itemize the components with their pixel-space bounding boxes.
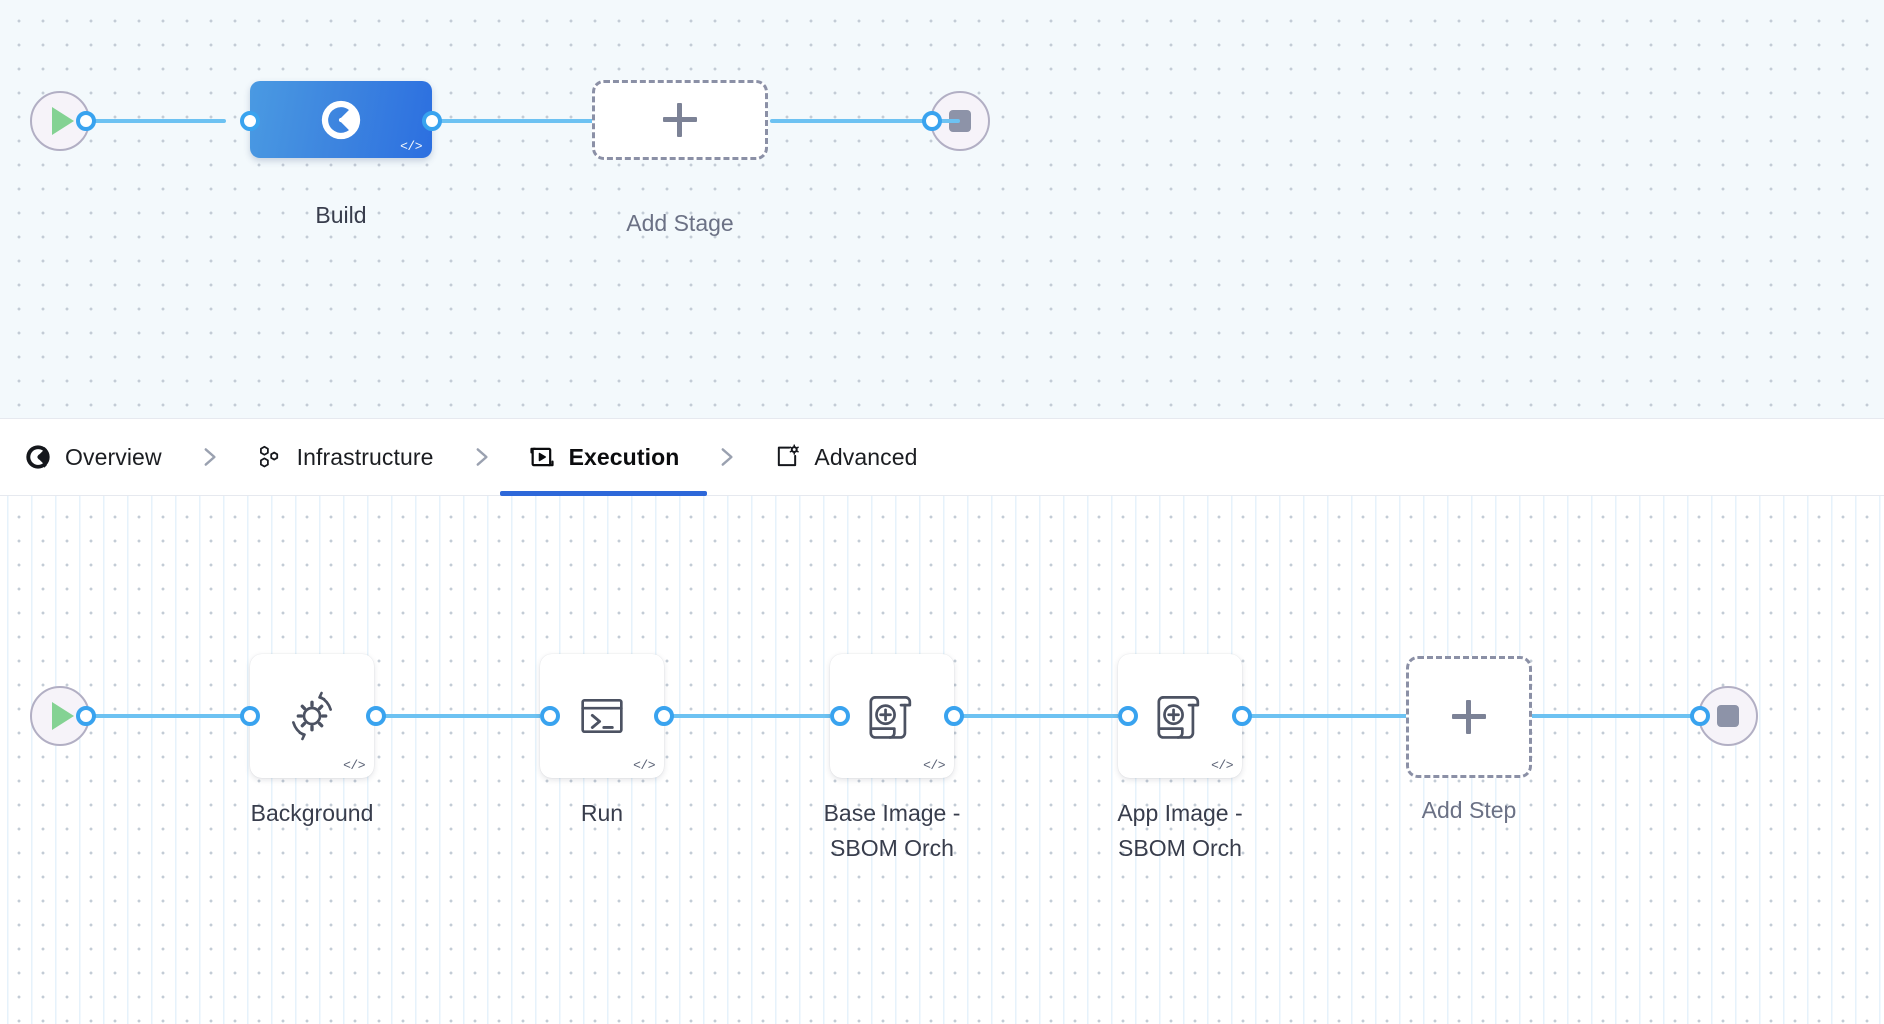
chevron-right-icon <box>476 448 488 466</box>
pipeline-start-node[interactable] <box>30 91 90 151</box>
tab-separator-1 <box>190 419 228 495</box>
step-card-app-image-sbom-orch[interactable]: </> <box>1118 654 1242 778</box>
port-build-out[interactable] <box>422 111 442 131</box>
stage-canvas[interactable]: </> Build Add Stage <box>0 0 1884 418</box>
code-badge: </> <box>343 758 365 773</box>
tab-label: Execution <box>568 443 680 470</box>
add-step-button[interactable] <box>1406 656 1532 778</box>
step-label-run: Run <box>580 800 624 826</box>
execution-icon <box>529 447 554 467</box>
edge-addstage-to-end <box>770 119 960 123</box>
sbom-scroll-icon <box>869 696 912 739</box>
port-exec-start-out[interactable] <box>76 706 96 726</box>
stage-label-build: Build <box>315 202 367 228</box>
code-badge: </> <box>1211 758 1233 773</box>
port-run-in[interactable] <box>540 706 560 726</box>
port-appimage-out[interactable] <box>1232 706 1252 726</box>
step-card-background[interactable]: </> <box>250 654 374 778</box>
tab-separator-2 <box>462 419 500 495</box>
tab-label: Overview <box>65 443 162 470</box>
tab-overview[interactable]: Overview <box>0 419 190 495</box>
port-build-in[interactable] <box>240 111 260 131</box>
stage-card-build[interactable]: </> <box>250 81 432 158</box>
port-appimage-in[interactable] <box>1118 706 1138 726</box>
edge-start-to-build <box>86 119 226 123</box>
edge-start-to-background <box>86 714 246 718</box>
play-icon <box>51 107 74 135</box>
port-baseimage-in[interactable] <box>830 706 850 726</box>
add-step-label: Add Step <box>1421 797 1517 823</box>
code-badge: </> <box>923 758 945 773</box>
chevron-right-icon <box>204 448 216 466</box>
port-run-out[interactable] <box>654 706 674 726</box>
port-background-out[interactable] <box>366 706 386 726</box>
tab-label: Infrastructure <box>296 443 434 470</box>
infrastructure-icon <box>259 445 278 468</box>
tab-separator-3 <box>707 419 745 495</box>
tab-advanced[interactable]: Advanced <box>745 419 945 495</box>
port-background-in[interactable] <box>240 706 260 726</box>
stop-icon <box>1717 705 1739 727</box>
edge-addstep-to-end <box>1528 714 1696 718</box>
tab-label: Advanced <box>814 443 918 470</box>
harness-logo-icon <box>321 100 361 139</box>
add-stage-label: Add Stage <box>626 210 734 236</box>
tab-infrastructure[interactable]: Infrastructure <box>228 419 462 495</box>
edge-build-to-addstage <box>420 119 600 123</box>
add-stage-button[interactable] <box>592 80 768 160</box>
advanced-icon <box>778 444 800 467</box>
port-end-in[interactable] <box>922 111 942 131</box>
step-card-base-image-sbom-orch[interactable]: </> <box>830 654 954 778</box>
step-label-app-image-sbom-orch: App Image - SBOM Orch <box>1117 800 1243 861</box>
port-baseimage-out[interactable] <box>944 706 964 726</box>
gear-refresh-icon <box>292 691 332 741</box>
play-icon <box>51 702 74 730</box>
edge-background-to-run <box>370 714 546 718</box>
code-badge: </> <box>633 758 655 773</box>
plus-icon <box>1452 700 1486 734</box>
execution-steps-canvas[interactable]: </> Background </> Run <box>0 496 1884 1024</box>
port-exec-end-in[interactable] <box>1690 706 1710 726</box>
stage-config-tabs: Overview Infrastructure <box>0 418 1884 496</box>
overview-icon <box>26 445 50 469</box>
step-card-run[interactable]: </> <box>540 654 664 778</box>
terminal-icon <box>581 698 623 734</box>
edge-appimage-to-addstep <box>1238 714 1408 718</box>
port-start-out[interactable] <box>76 111 96 131</box>
plus-icon <box>663 103 697 137</box>
sbom-scroll-icon <box>1157 696 1200 739</box>
step-label-base-image-sbom-orch: Base Image - SBOM Orch <box>823 800 961 861</box>
tab-execution[interactable]: Execution <box>499 419 708 496</box>
step-label-background: Background <box>250 800 374 826</box>
edge-baseimage-to-appimage <box>948 714 1124 718</box>
chevron-right-icon <box>721 448 733 466</box>
edge-run-to-baseimage <box>660 714 836 718</box>
stop-icon <box>949 110 971 132</box>
code-badge: </> <box>400 139 422 154</box>
